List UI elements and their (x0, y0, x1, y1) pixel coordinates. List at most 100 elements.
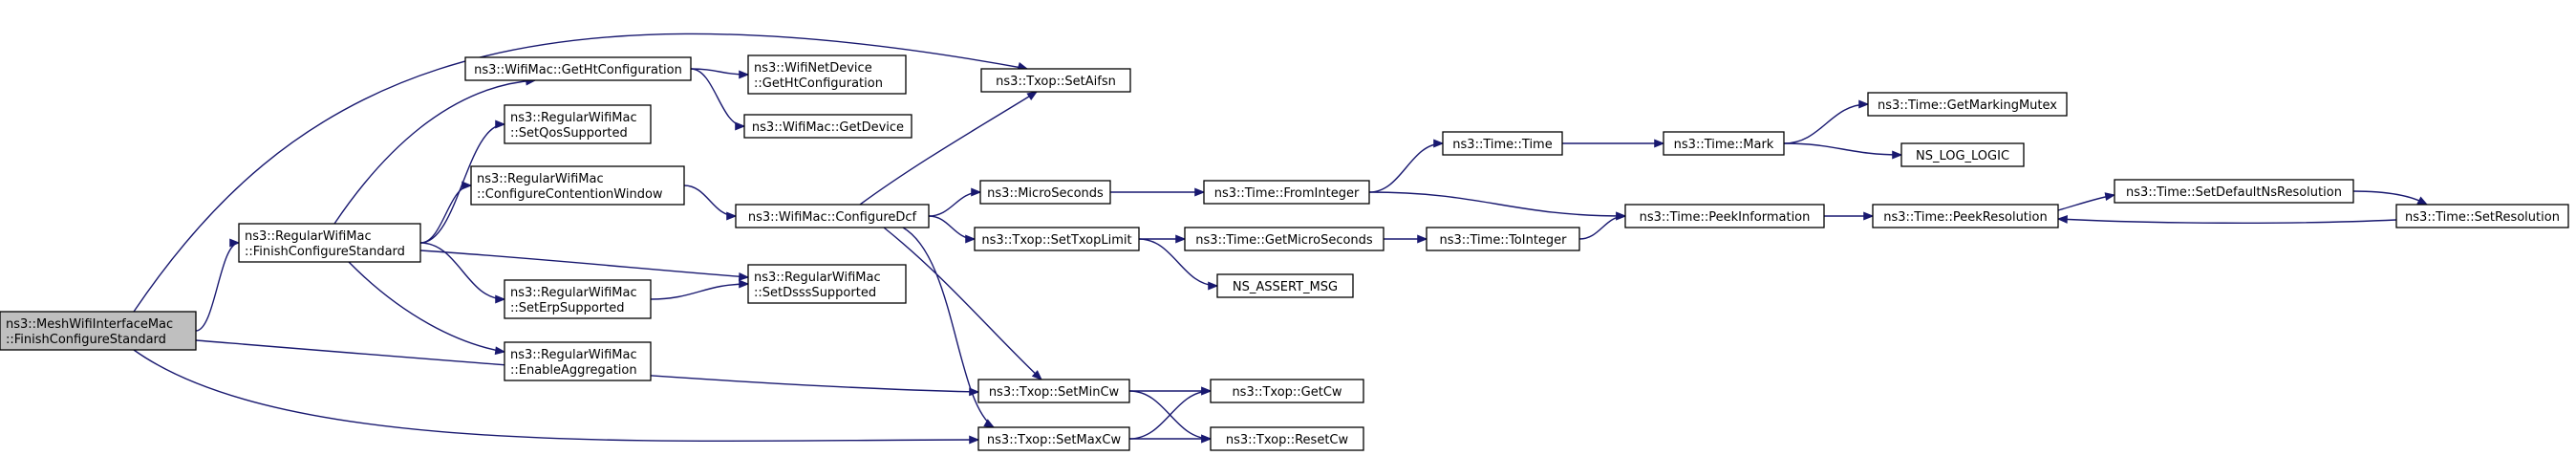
node-ns3-wifimac-gethtconfiguration[interactable]: ns3::WifiMac::GetHtConfiguration (464, 56, 692, 81)
edge-n1-to-n7 (419, 181, 473, 244)
node-ns3-time-getmarkingmutex[interactable]: ns3::Time::GetMarkingMutex (1867, 92, 2068, 117)
edge-arrowhead (983, 419, 996, 428)
edge-n12-to-n15 (928, 215, 977, 244)
edge-line (1578, 215, 1626, 240)
node-ns3-txop-setmincw[interactable]: ns3::Txop::SetMinCw (977, 379, 1130, 403)
node-ns3-time-frominteger[interactable]: ns3::Time::FromInteger (1203, 180, 1370, 205)
edge-arrowhead (495, 119, 506, 129)
edge-arrowhead (971, 187, 982, 197)
node-ns3-time-mark[interactable]: ns3::Time::Mark (1663, 131, 1785, 156)
edge-n5-to-n11 (690, 68, 746, 131)
node-label-line: ns3::Time::PeekResolution (1883, 210, 2047, 225)
node-ns3-txop-resetcw[interactable]: ns3::Txop::ResetCw (1210, 426, 1364, 451)
node-ns3-txop-settxoplimit[interactable]: ns3::Txop::SetTxopLimit (974, 227, 1140, 251)
edge-arrowhead (229, 238, 241, 248)
edge-line (1783, 103, 1869, 144)
node-label-line: ns3::MicroSeconds (987, 186, 1104, 201)
node-label-line: ns3::WifiMac::GetDevice (752, 120, 904, 135)
node-box (735, 204, 930, 228)
edge-n0-to-n4 (133, 349, 980, 445)
node-ns3-wifimac-getdevice[interactable]: ns3::WifiMac::GetDevice (743, 114, 912, 139)
node-label-line: NS_LOG_LOGIC (1916, 149, 2009, 163)
node-box (743, 114, 912, 139)
edge-n15-to-n20 (1138, 238, 1219, 291)
edge-n19-to-n23 (1383, 234, 1428, 244)
node-label-line: NS_ASSERT_MSG (1233, 280, 1338, 294)
node-ns3-txop-setmaxcw[interactable]: ns3::Txop::SetMaxCw (977, 426, 1130, 451)
edge-arrowhead (2416, 196, 2429, 206)
node-ns3-time-getmicroseconds[interactable]: ns3::Time::GetMicroSeconds (1184, 227, 1385, 251)
edge-line (333, 79, 536, 225)
node-box (980, 68, 1131, 93)
edge-line (883, 227, 1042, 380)
node-ns3-regularwifimac-seterpsupported[interactable]: ns3::RegularWifiMac::SetErpSupported (504, 279, 652, 319)
edge-line (2352, 190, 2428, 206)
edge-n7-to-n12 (683, 185, 738, 221)
edge-n1-to-n9 (348, 261, 506, 356)
edge-arrowhead (1201, 386, 1213, 396)
edge-n18-to-n21 (1368, 139, 1445, 193)
node-label-line: ns3::RegularWifiMac (510, 348, 637, 362)
node-label-line: ns3::MeshWifiInterfaceMac (6, 317, 173, 332)
node-box (504, 104, 652, 144)
node-ns3-time-tointeger[interactable]: ns3::Time::ToInteger (1426, 227, 1580, 251)
edge-n1-to-n13 (419, 250, 750, 281)
node-ns3-meshwifiinterfacemac-finishconfigurestandard[interactable]: ns3::MeshWifiInterfaceMac::FinishConfigu… (0, 311, 197, 351)
edge-arrowhead (739, 279, 750, 289)
node-ns3-regularwifimac-configurecontentionwindow[interactable]: ns3::RegularWifiMac::ConfigureContention… (470, 165, 685, 206)
node-ns3-time-setdefaultnsresolution[interactable]: ns3::Time::SetDefaultNsResolution (2114, 179, 2354, 204)
node-ns3-regularwifimac-finishconfigurestandard[interactable]: ns3::RegularWifiMac::FinishConfigureStan… (238, 223, 421, 263)
node-label-line: ::FinishConfigureStandard (245, 245, 405, 259)
node-ns3-regularwifimac-enableaggregation[interactable]: ns3::RegularWifiMac::EnableAggregation (504, 341, 652, 381)
node-ns3-time-peekresolution[interactable]: ns3::Time::PeekResolution (1872, 204, 2059, 228)
node-label-line: ::SetDsssSupported (754, 286, 876, 300)
node-ns3-regularwifimac-setqossupported[interactable]: ns3::RegularWifiMac::SetQosSupported (504, 104, 652, 144)
edge-line (2057, 218, 2397, 224)
edge-arrowhead (2104, 192, 2116, 201)
node-ns3-txop-getcw[interactable]: ns3::Txop::GetCw (1210, 379, 1364, 403)
node-ns3-txop-setaifsn[interactable]: ns3::Txop::SetAifsn (980, 68, 1131, 93)
node-ns3-wifimac-configuredcf[interactable]: ns3::WifiMac::ConfigureDcf (735, 204, 930, 228)
edge-line (348, 261, 505, 353)
node-ns3-microseconds[interactable]: ns3::MicroSeconds (979, 180, 1111, 205)
edge-line (1368, 142, 1444, 193)
node-ns3-time-peekinformation[interactable]: ns3::Time::PeekInformation (1624, 204, 1825, 228)
edge-arrowhead (1417, 234, 1428, 244)
edge-line (683, 185, 737, 217)
node-label-line: ns3::Txop::GetCw (1232, 385, 1342, 400)
edge-line (650, 283, 749, 300)
node-label-line: ::GetHtConfiguration (754, 76, 883, 91)
edge-arrowhead (1031, 370, 1042, 380)
node-label-line: ::ConfigureContentionWindow (477, 187, 663, 202)
edge-n23-to-n22 (1578, 211, 1627, 240)
node-box (2395, 204, 2569, 228)
edge-arrowhead (1863, 211, 1875, 221)
node-ns-log-logic[interactable]: NS_LOG_LOGIC (1900, 142, 2025, 167)
edge-line (419, 185, 472, 244)
edge-arrowhead (1892, 150, 1903, 160)
node-ns-assert-msg[interactable]: NS_ASSERT_MSG (1216, 273, 1354, 298)
node-label-line: ns3::Time::GetMicroSeconds (1195, 233, 1373, 248)
node-box (1624, 204, 1825, 228)
node-ns3-time-time[interactable]: ns3::Time::Time (1442, 131, 1563, 156)
edge-arrowhead (1208, 281, 1219, 291)
edge-n14-to-n18 (1110, 187, 1206, 197)
node-label-line: ::FinishConfigureStandard (6, 333, 166, 347)
edge-line (133, 33, 1028, 313)
node-label-line: ns3::Txop::SetTxopLimit (981, 233, 1131, 248)
node-box (1210, 426, 1364, 451)
node-box (979, 180, 1111, 205)
node-box (747, 54, 907, 95)
node-box (1210, 379, 1364, 403)
edge-line (1138, 238, 1218, 287)
edge-line (1368, 191, 1626, 217)
node-box (977, 426, 1130, 451)
node-ns3-wifinetdevice-gethtconfiguration[interactable]: ns3::WifiNetDevice::GetHtConfiguration (747, 54, 907, 95)
edge-line (902, 227, 995, 428)
node-label-line: ns3::RegularWifiMac (510, 111, 637, 125)
node-ns3-time-setresolution[interactable]: ns3::Time::SetResolution (2395, 204, 2569, 228)
node-ns3-regularwifimac-setdssssupported[interactable]: ns3::RegularWifiMac::SetDsssSupported (747, 264, 907, 304)
edge-arrowhead (1175, 234, 1187, 244)
node-label-line: ::SetErpSupported (510, 301, 625, 315)
